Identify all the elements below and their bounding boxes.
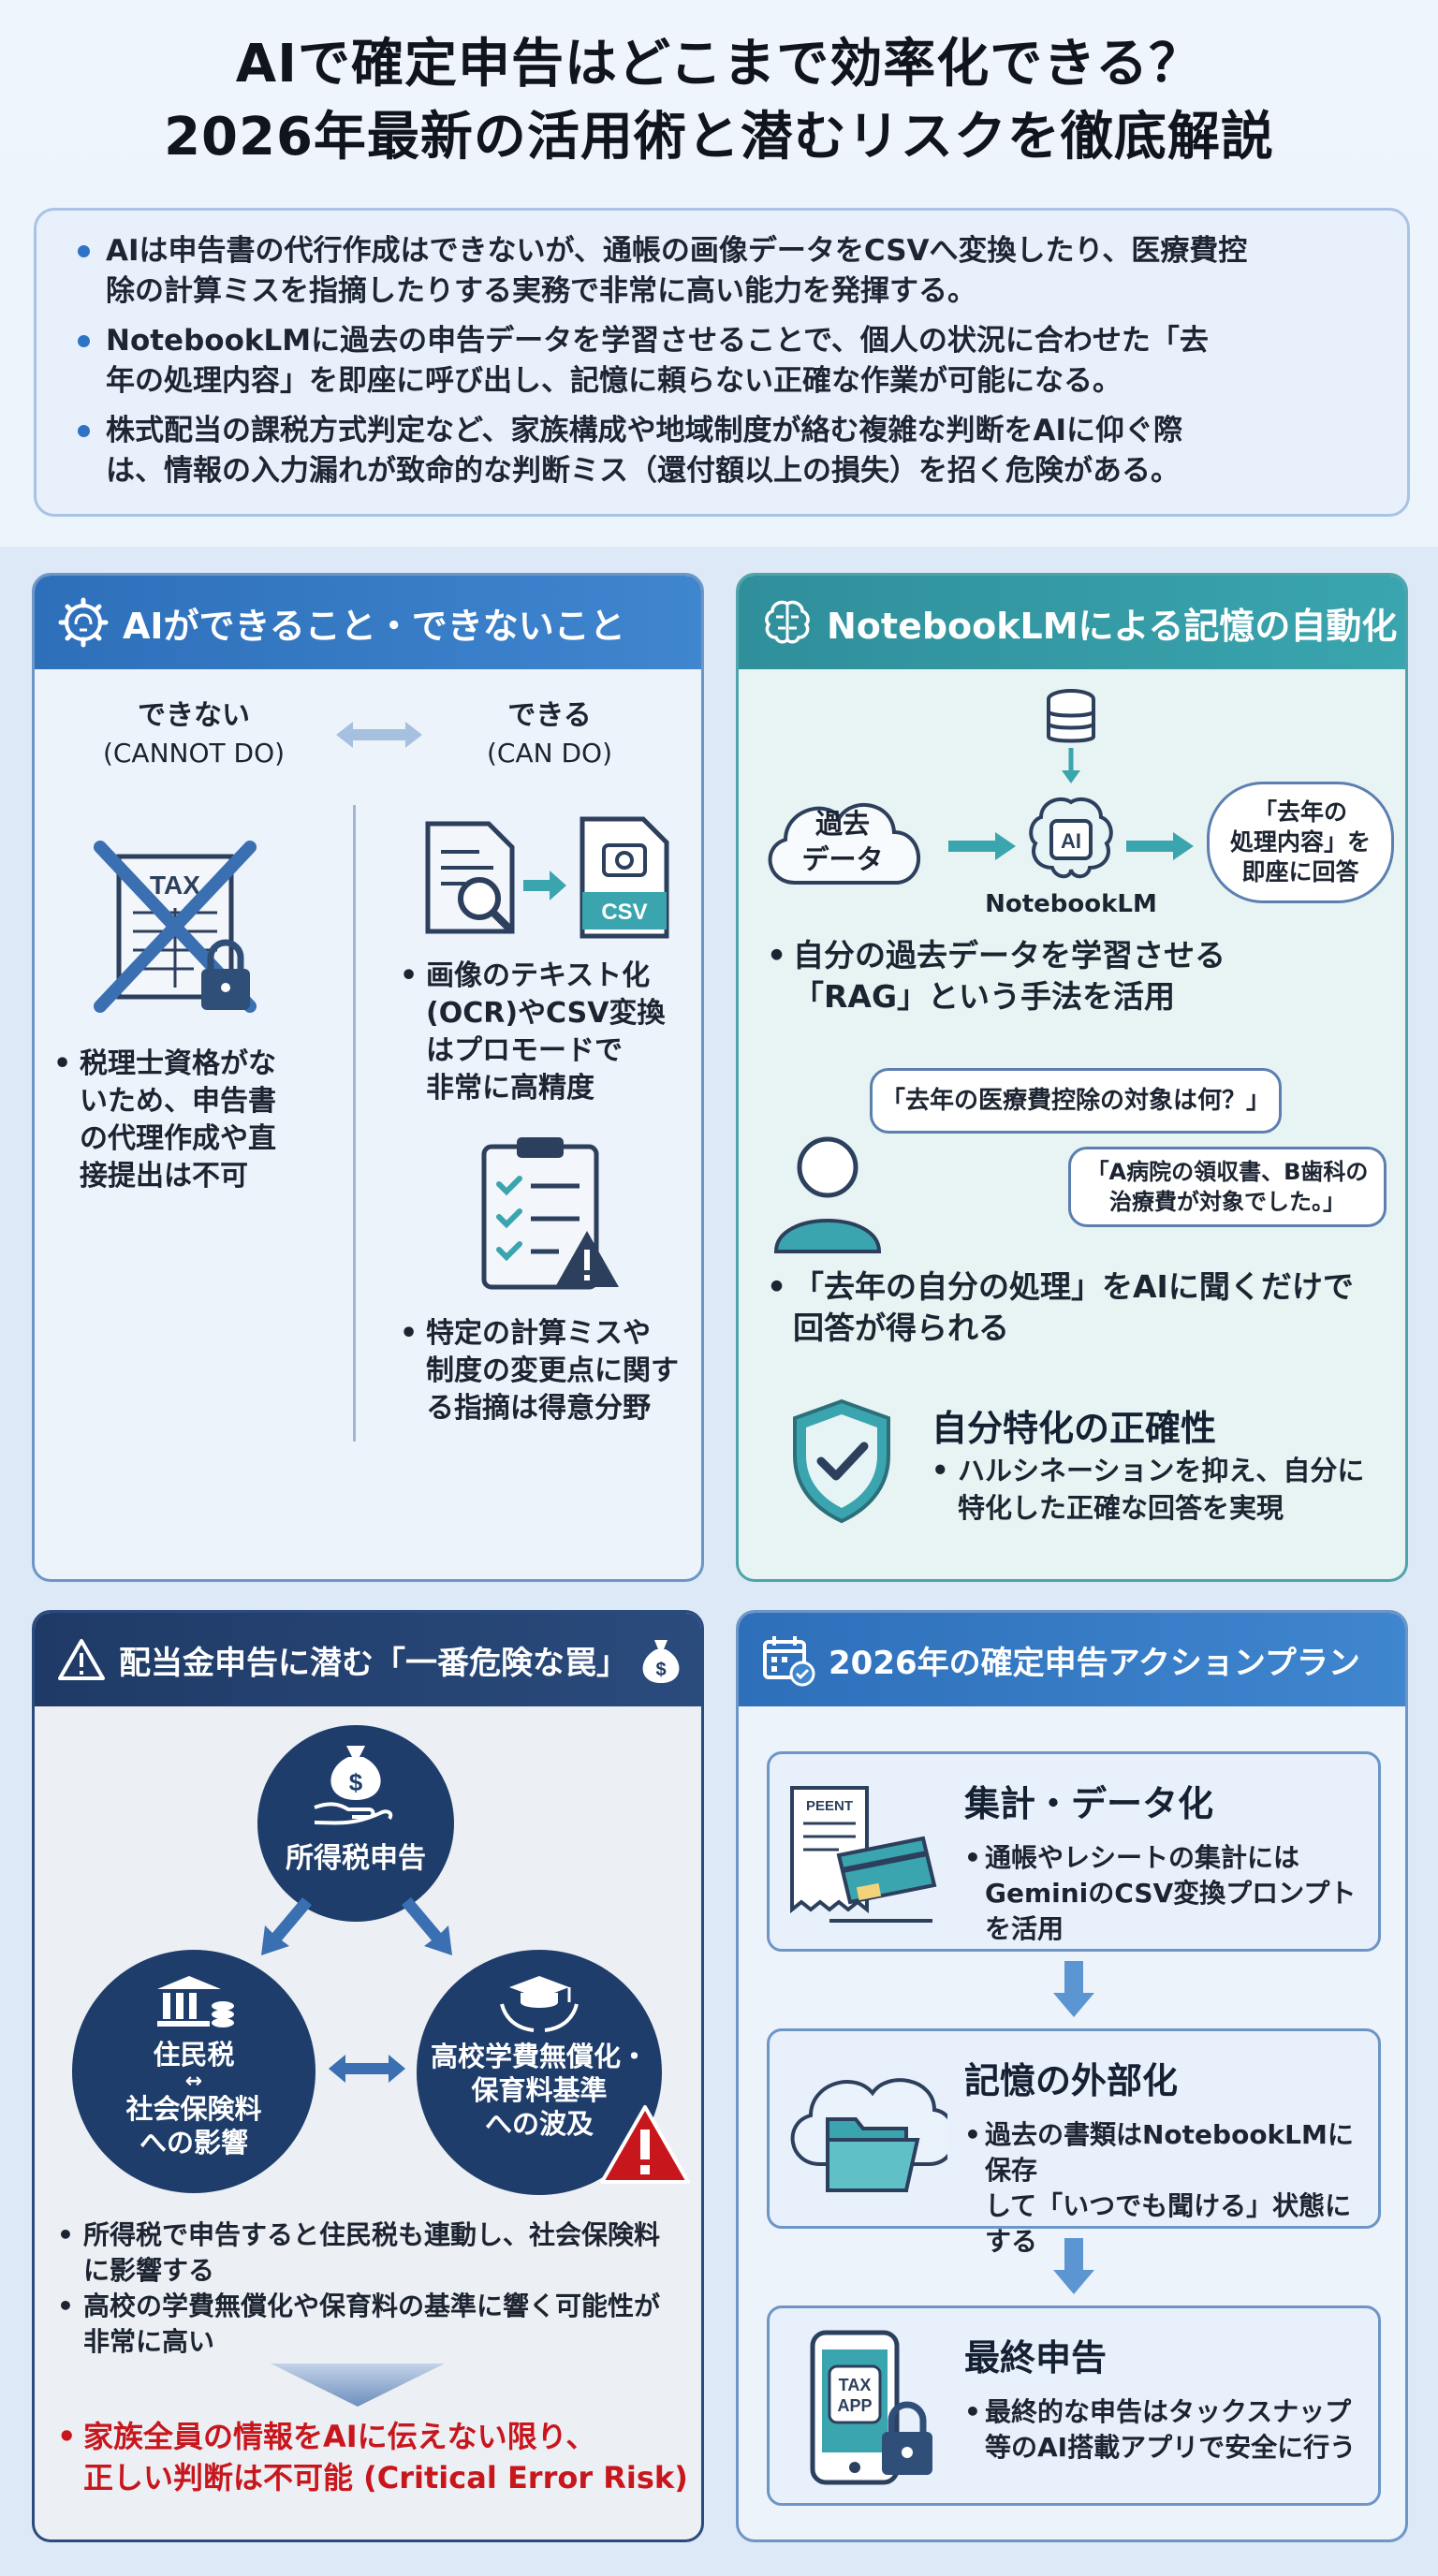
money-bag-icon: $	[642, 1640, 680, 1683]
svg-text:CSV: CSV	[601, 900, 647, 925]
accuracy-title: 自分特化の正確性	[932, 1408, 1217, 1449]
ocr-to-csv-icon: CSV	[425, 816, 669, 939]
warning-icon	[58, 1639, 105, 1680]
past-data-cloud: 過去 データ	[757, 789, 928, 894]
step-card: 記憶の外部化 過去の書類はNotebookLMに保存 して「いつでも聞ける」状態…	[767, 2028, 1381, 2257]
receipt-card-icon: PEENT	[790, 1786, 937, 1923]
tax-document-crossed-icon: TAX	[94, 841, 257, 1013]
income-tax-circle: $ 所得税申告	[257, 1725, 454, 1922]
can-heading: できる (CAN DO)	[487, 699, 612, 768]
notebooklm-label: NotebookLM	[985, 890, 1157, 918]
danger-warning-icon	[600, 2105, 690, 2184]
ask-description: 「去年の自分の処理」をAIに聞くだけで 回答が得られる	[767, 1266, 1403, 1349]
double-arrow-icon	[329, 2055, 405, 2083]
cannot-heading: できない (CANNOT DO)	[102, 699, 286, 768]
graduation-hands-icon	[500, 1976, 579, 2032]
gear-brain-icon	[58, 597, 109, 648]
double-arrow-icon	[336, 722, 422, 748]
panel-header: 配当金申告に潜む「一番危険な罠」 $	[35, 1613, 701, 1706]
panel-header: 2026年の確定申告アクションプラン	[739, 1613, 1405, 1706]
cloud-icon	[768, 803, 921, 885]
svg-text:AI: AI	[1061, 829, 1081, 853]
panel-title: 配当金申告に潜む「一番危険な罠」	[119, 1644, 628, 1682]
resident-tax-circle: 住民税 ↔ 社会保険料 への影響	[72, 1950, 315, 2193]
panel-header: AIができること・できないこと	[35, 576, 701, 669]
title-line-2: 2026年最新の活用術と潜むリスクを徹底解説	[164, 107, 1274, 168]
page-title: AIで確定申告はどこまで効率化できる？ 2026年最新の活用術と潜むリスクを徹底…	[0, 28, 1438, 174]
panel-notebooklm: NotebookLMによる記憶の自動化 過去 データ AI NotebookLM…	[736, 573, 1408, 1582]
cloud-folder-icon	[790, 2078, 947, 2192]
arrow-down-left-icon	[261, 1897, 312, 1955]
panel-header: NotebookLMによる記憶の自動化	[739, 576, 1405, 669]
summary-box: AIは申告書の代行作成はできないが、通帳の画像データをCSVへ変換したり、医療費…	[34, 208, 1410, 517]
arrow-down-icon	[1053, 2238, 1094, 2294]
checklist-warning-icon	[481, 1137, 619, 1290]
panel-title: NotebookLMによる記憶の自動化	[827, 605, 1398, 647]
bullet-dot	[78, 425, 90, 437]
question-bubble: 「去年の医療費控除の対象は何？」	[870, 1068, 1282, 1134]
chevron-down-icon	[271, 2364, 445, 2407]
bank-icon	[157, 1976, 234, 2027]
critical-warning: 家族全員の情報をAIに伝えない限り、 正しい判断は不可能 (Critical E…	[57, 2416, 694, 2498]
svg-text:PEENT: PEENT	[806, 1798, 853, 1814]
shield-check-icon	[793, 1398, 890, 1524]
arrow-right-icon	[948, 832, 1016, 860]
can-description-check: 特定の計算ミスや 制度の変更点に関す る指摘は得意分野	[400, 1315, 699, 1427]
tax-app-phone-icon: TAX APP	[810, 2330, 932, 2485]
user-avatar-icon	[773, 1136, 882, 1253]
summary-item: AIは申告書の代行作成はできないが、通帳の画像データをCSVへ変換したり、医療費…	[74, 231, 1370, 312]
arrow-down-icon	[1053, 1961, 1094, 2017]
svg-text:APP: APP	[837, 2396, 872, 2415]
summary-item: NotebookLMに過去の申告データを学習させることで、個人の状況に合わせた「…	[74, 321, 1370, 402]
step-card: TAX APP 最終申告 最終的な申告はタックスナップ 等のAI搭載アプリで安全…	[767, 2305, 1381, 2506]
bullet-dot	[78, 335, 90, 347]
brain-icon	[765, 600, 810, 644]
can-description-ocr: 画像のテキスト化 (OCR)やCSV変換 はプロモードで 非常に高精度	[400, 958, 690, 1107]
accuracy-description: ハルシネーションを抑え、自分に 特化した正確な回答を実現	[932, 1452, 1390, 1527]
money-hand-icon: $	[314, 1746, 393, 1825]
arrow-right-icon	[1126, 832, 1194, 860]
answer-bubble: 「去年の 処理内容」を 即座に回答	[1207, 782, 1394, 903]
panel-action-plan: 2026年の確定申告アクションプラン PEENT 集計・データ化 通帳やレシート…	[736, 1610, 1408, 2542]
svg-text:$: $	[655, 1660, 666, 1680]
title-line-1: AIで確定申告はどこまで効率化できる？	[235, 34, 1203, 95]
summary-item: 株式配当の課税方式判定など、家族構成や地域制度が絡む複雑な判断をAIに仰ぐ際は、…	[74, 411, 1370, 491]
panel-dividend-risk: 配当金申告に潜む「一番危険な罠」 $ $ 所得税申告 住民税 ↔ 社会保険料	[32, 1610, 704, 2542]
database-icon	[1047, 689, 1095, 783]
panel-title: 2026年の確定申告アクションプラン	[829, 1644, 1360, 1682]
svg-text:TAX: TAX	[150, 871, 200, 900]
svg-text:$: $	[349, 1768, 363, 1796]
step-card: PEENT 集計・データ化 通帳やレシートの集計には GeminiのCSV変換プ…	[767, 1751, 1381, 1952]
panel-can-cannot: AIができること・できないこと できない (CANNOT DO) できる (CA…	[32, 573, 704, 1582]
rag-description: 自分の過去データを学習させる 「RAG」という手法を活用	[767, 935, 1385, 1017]
risk-points: 所得税で申告すると住民税も連動し、社会保険料 に影響する 高校の学費無償化や保育…	[57, 2217, 694, 2360]
bullet-dot	[78, 245, 90, 257]
divider	[353, 805, 356, 1442]
reply-bubble: 「A病院の領収書、B歯科の 治療費が対象でした。」	[1068, 1147, 1387, 1227]
ai-chip-icon: AI	[1029, 797, 1113, 879]
cannot-description: 税理士資格がな いため、申告書 の代理作成や直 接提出は不可	[53, 1046, 344, 1195]
svg-text:TAX: TAX	[839, 2376, 872, 2394]
arrow-down-right-icon	[402, 1897, 452, 1955]
panel-title: AIができること・できないこと	[123, 605, 625, 647]
calendar-check-icon	[763, 1636, 815, 1687]
